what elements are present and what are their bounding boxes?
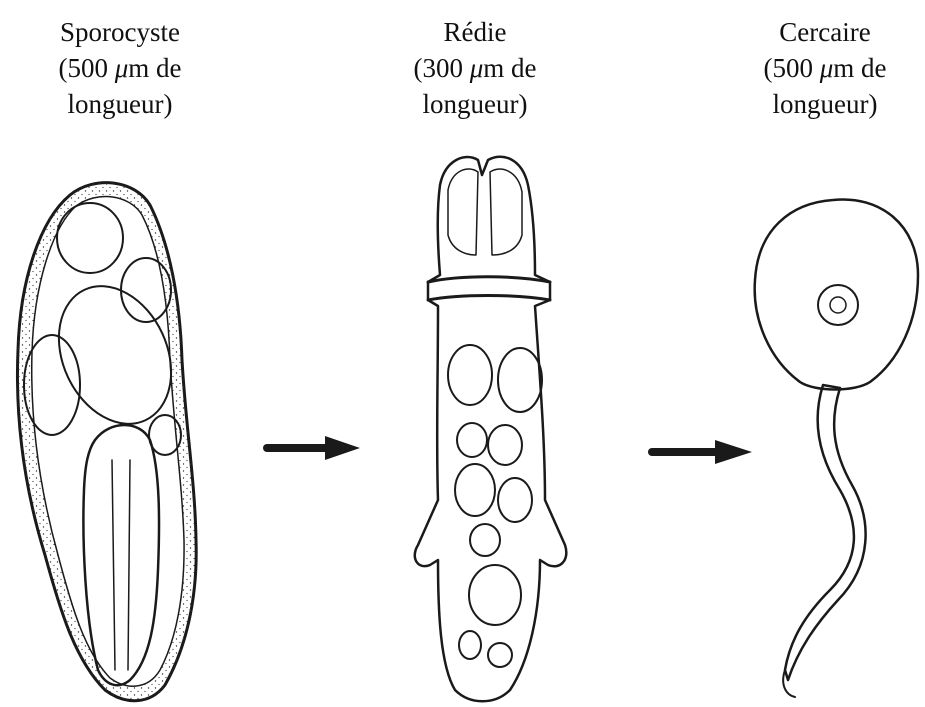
redie-collar — [428, 277, 550, 282]
embryo — [498, 348, 542, 412]
embryo — [455, 464, 495, 516]
ventral-sucker — [818, 285, 858, 325]
germ-ball — [57, 203, 123, 273]
embryo — [498, 478, 532, 522]
redie-pharynx-right — [490, 169, 522, 255]
embryo — [469, 565, 521, 625]
arrow-sporocyste-to-redie — [267, 436, 360, 460]
redie-body — [415, 157, 567, 702]
cercaire-tail — [785, 385, 866, 680]
sporocyste-outer-band — [17, 183, 196, 701]
cercaire-body — [755, 199, 918, 389]
embryo — [459, 631, 481, 659]
embryo — [488, 425, 522, 465]
embryo — [457, 423, 487, 457]
redie-illustration — [415, 157, 567, 702]
developing-redia — [83, 425, 159, 685]
sporocyste-illustration — [17, 183, 196, 701]
cercaire-illustration — [755, 199, 918, 697]
redie-pharynx-left — [448, 169, 478, 255]
embryo — [448, 345, 492, 405]
embryo — [470, 524, 500, 556]
arrow-redie-to-cercaire — [652, 440, 752, 464]
embryo — [488, 643, 512, 667]
